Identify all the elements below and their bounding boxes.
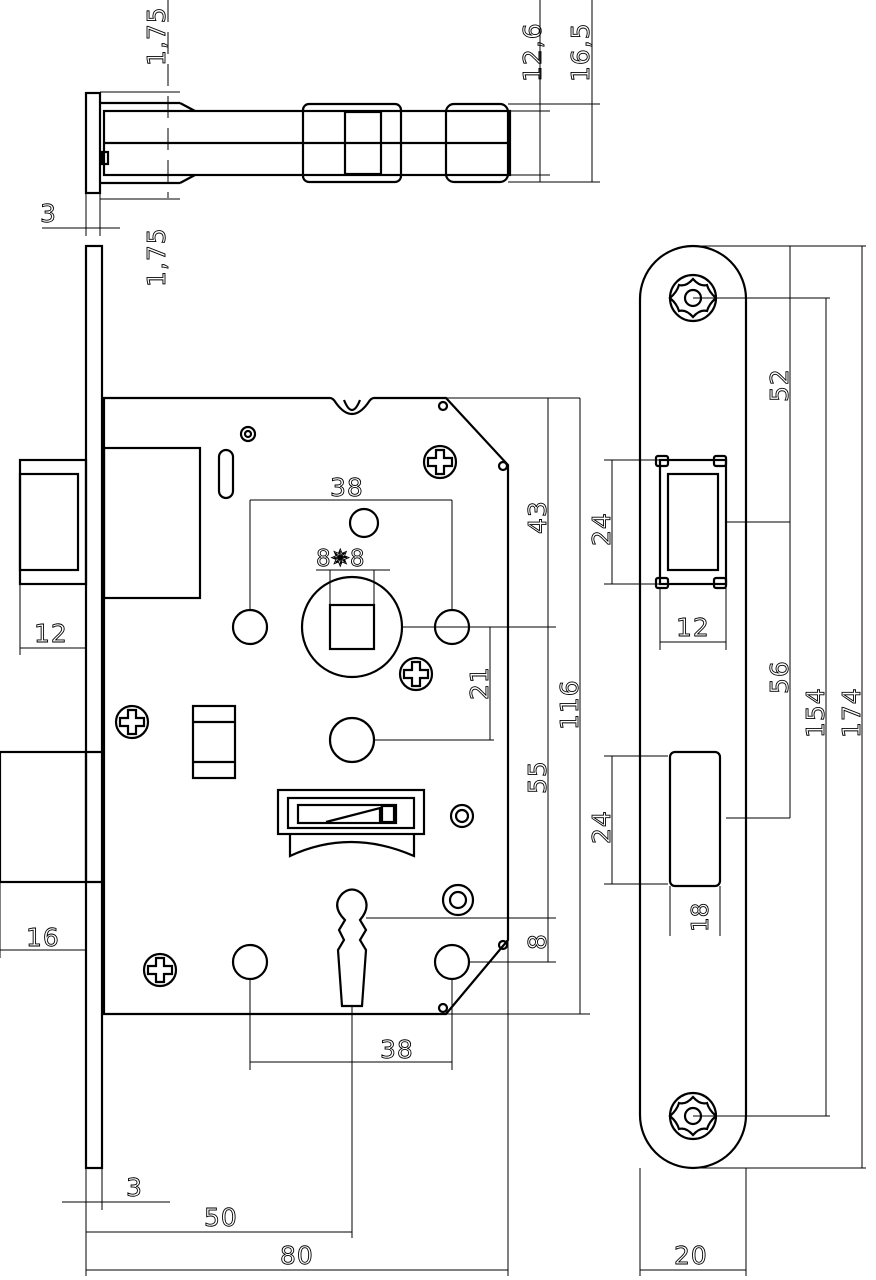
faceplate-bolt-opening (668, 750, 722, 888)
faceplate-view: 52 24 12 56 154 174 24 18 20 (587, 244, 866, 1276)
dim-plate-24-a: 24 (587, 512, 616, 546)
lever-mechanism (276, 788, 426, 858)
dim-top-1-75-b: 1,75 (142, 227, 171, 287)
faceplate-outline (638, 244, 748, 1170)
small-rivet-top (239, 425, 257, 443)
top-forend-plate (84, 91, 102, 195)
forend-plate (84, 244, 104, 1170)
screw-mid (398, 656, 434, 692)
rivet-right (449, 803, 475, 829)
dim-43: 43 (523, 500, 552, 534)
hole-key-right (433, 943, 471, 981)
dim-116: 116 (555, 679, 584, 730)
dim-top-3: 3 (40, 199, 57, 228)
dim-8: 8 (523, 933, 552, 950)
dim-plate-56: 56 (765, 660, 794, 694)
screw-top-right (422, 444, 458, 480)
front-view: 12 16 38 8✵8 43 21 55 116 8 38 3 50 80 (0, 244, 590, 1276)
hole-center (328, 716, 376, 764)
screw-bottom-left (142, 952, 178, 988)
dim-plate-20: 20 (674, 1241, 708, 1270)
hole-upper (348, 507, 380, 539)
faceplate-latch-opening (654, 454, 728, 590)
dim-plate-24-b: 24 (587, 810, 616, 844)
dim-depth-80: 80 (280, 1241, 314, 1270)
dead-bolt (0, 750, 104, 884)
lock-case-outline (102, 396, 510, 1016)
top-view: 1,75 1,75 3 12,6 16,5 (40, 0, 600, 287)
rivet-lower (441, 883, 475, 917)
hole-key-left (231, 943, 269, 981)
keyhole (336, 888, 368, 1008)
dim-latch-12: 12 (34, 619, 68, 648)
slot-top (217, 448, 235, 500)
dim-plate-18: 18 (688, 903, 714, 932)
dim-top-1-75-a: 1,75 (142, 6, 171, 66)
dim-spindle-hole-spacing-38: 38 (330, 473, 364, 502)
dim-top-12-6: 12,6 (518, 22, 547, 82)
dim-plate-174: 174 (837, 687, 866, 738)
dim-plate-12: 12 (676, 613, 710, 642)
top-spindle-square (343, 110, 383, 176)
top-follower-hub (301, 102, 403, 184)
dim-front-3: 3 (126, 1173, 143, 1202)
dim-21: 21 (465, 666, 494, 700)
top-bolt-end (444, 102, 510, 184)
dim-backset-50: 50 (204, 1203, 238, 1232)
dim-spindle-8x8: 8✵8 (316, 546, 365, 572)
dim-top-16-5: 16,5 (566, 22, 595, 82)
dim-plate-52: 52 (765, 368, 794, 402)
catch-block (191, 704, 237, 780)
dim-55: 55 (523, 760, 552, 794)
latch-bolt (18, 446, 202, 600)
dim-key-hole-spacing-38: 38 (380, 1035, 414, 1064)
dim-bolt-16: 16 (26, 923, 60, 952)
dim-plate-154: 154 (801, 687, 830, 738)
screw-left (114, 704, 150, 740)
hole-left-spindle (231, 608, 269, 646)
follower-hub (300, 570, 404, 679)
